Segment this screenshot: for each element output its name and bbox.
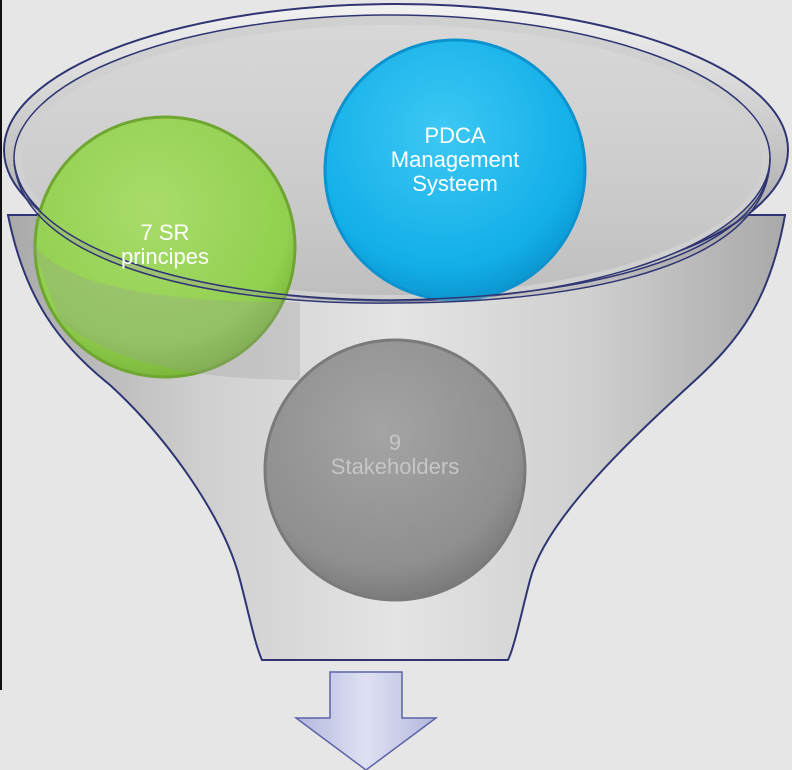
- pdca-circle: [323, 38, 587, 302]
- funnel-lower-veil: [30, 240, 300, 380]
- left-border-line: [0, 0, 2, 690]
- down-arrow: [293, 671, 439, 770]
- stakeholders-circle: [263, 338, 527, 602]
- sr-principles-circle: [33, 115, 297, 379]
- funnel-front-lip: [13, 157, 771, 304]
